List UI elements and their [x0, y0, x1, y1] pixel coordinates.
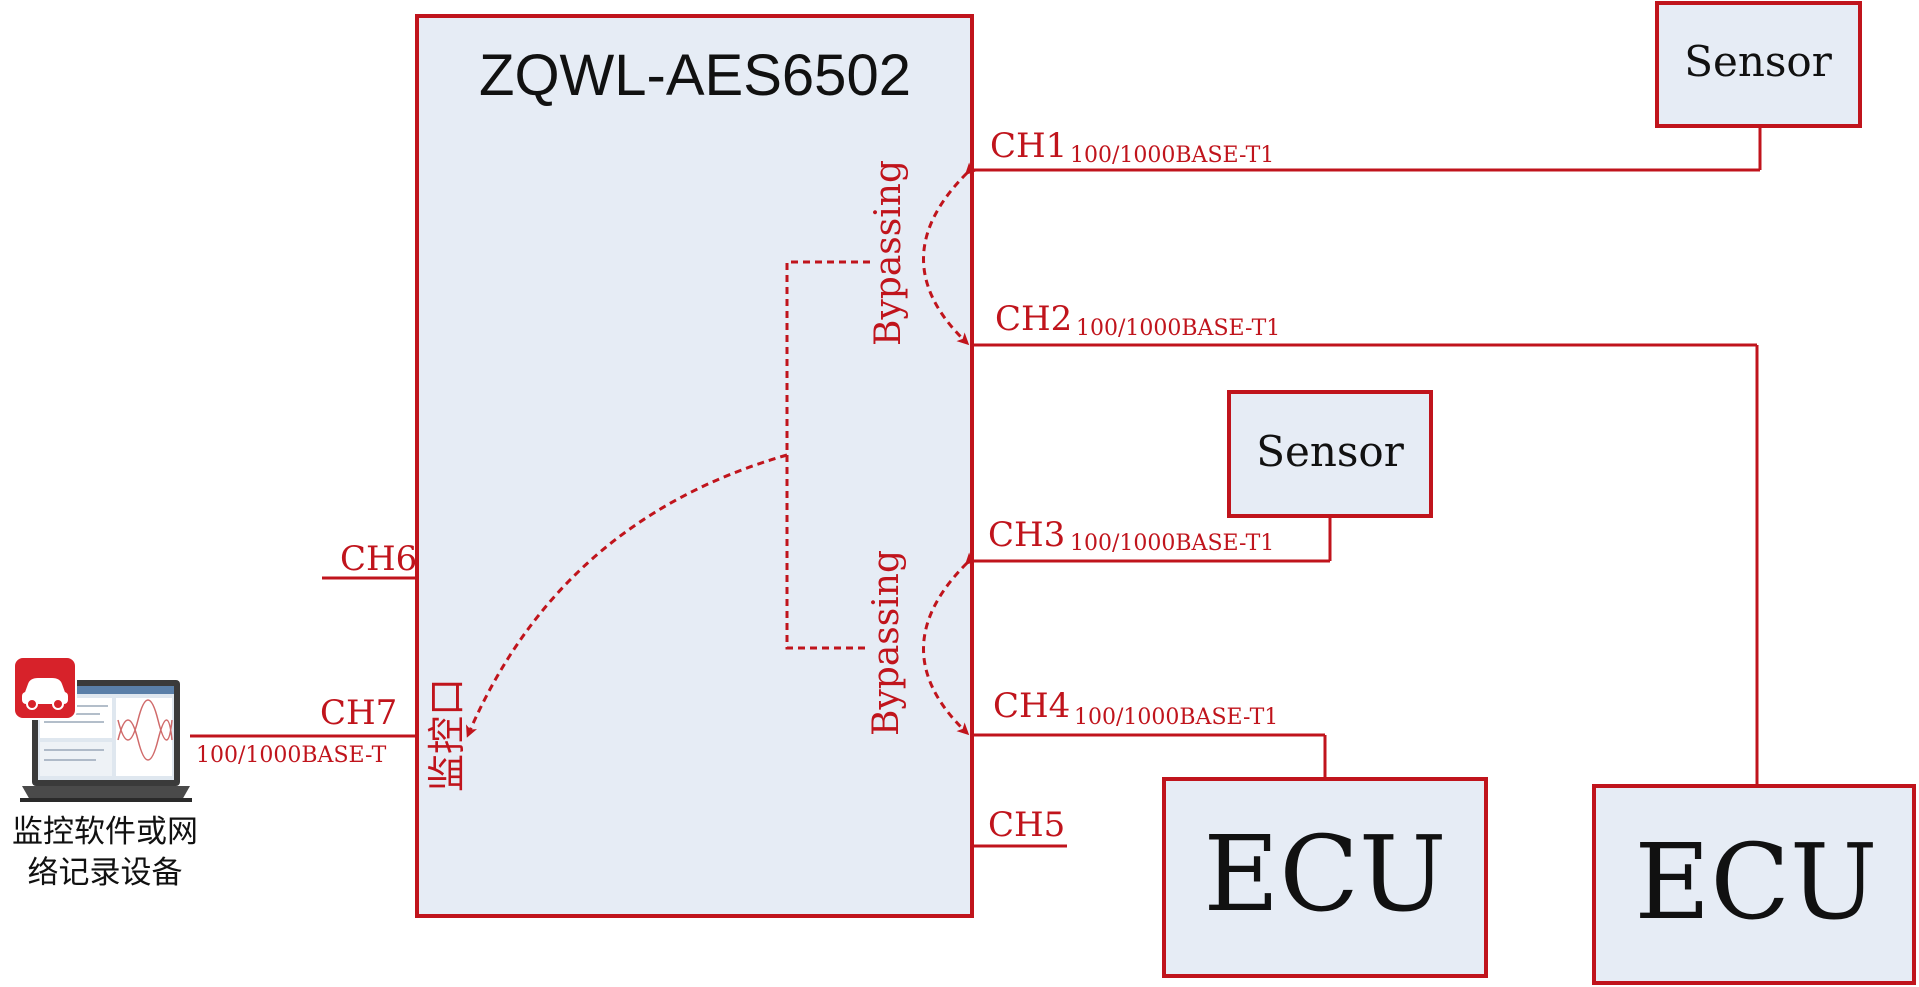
sensor-label-top: Sensor: [1684, 37, 1833, 86]
bypass-label-top: Bypassing: [868, 160, 909, 346]
ch6-label: CH6: [340, 539, 417, 579]
car-app-icon: [13, 656, 77, 720]
device-box: [415, 14, 974, 918]
ch4-speed: 100/1000BASE-T1: [1074, 705, 1278, 730]
ch1-speed: 100/1000BASE-T1: [1070, 143, 1274, 168]
laptop-caption-line1: 监控软件或网: [12, 814, 198, 849]
ecu-box-right: [1592, 784, 1916, 985]
bypass-arrow-bottom: [922, 552, 978, 736]
ch7-label: CH7: [320, 693, 397, 733]
ecu-label-left: ECU: [1203, 813, 1446, 935]
ch7-speed: 100/1000BASE-T: [196, 743, 387, 768]
monitor-port-label: 监控口: [427, 678, 469, 792]
bypass-label-bottom: Bypassing: [866, 550, 907, 736]
sensor-box-top: [1655, 1, 1862, 128]
ch1-label: CH1: [990, 126, 1067, 166]
ch4-label: CH4: [993, 686, 1070, 726]
monitor-curve-arrow: [466, 453, 788, 738]
ecu-box-left: [1162, 777, 1488, 978]
bypass-arrow-top: [922, 162, 978, 346]
sensor-label-mid: Sensor: [1256, 427, 1405, 476]
sensor-box-mid: [1227, 390, 1433, 518]
ch3-speed: 100/1000BASE-T1: [1070, 531, 1274, 556]
ch2-speed: 100/1000BASE-T1: [1076, 316, 1280, 341]
device-title: ZQWL-AES6502: [479, 43, 911, 108]
laptop-caption-line2: 络记录设备: [28, 855, 183, 890]
ecu-label-right: ECU: [1634, 821, 1877, 943]
ch5-label: CH5: [988, 805, 1065, 845]
ch3-label: CH3: [988, 515, 1065, 555]
ch2-label: CH2: [995, 299, 1072, 339]
